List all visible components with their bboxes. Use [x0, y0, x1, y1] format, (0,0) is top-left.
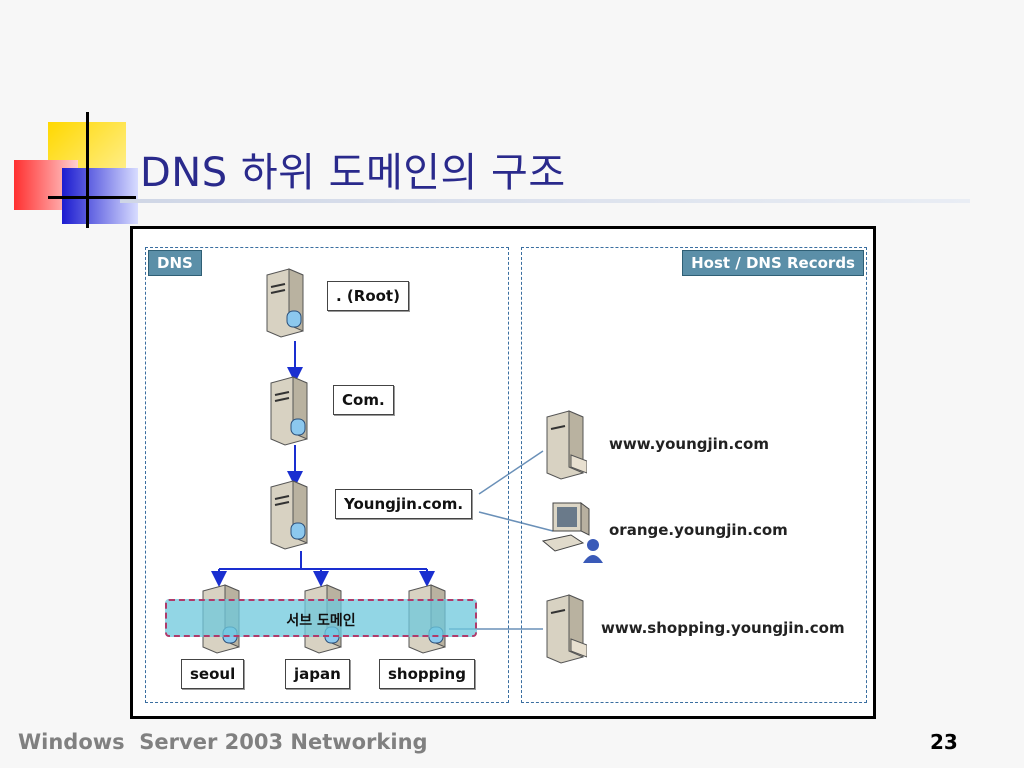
orange-computer-icon — [541, 502, 603, 563]
slide-footer: Windows Server 2003 Networking — [18, 730, 428, 754]
youngjin-server-icon — [270, 480, 308, 550]
youngjin-label: Youngjin.com. — [335, 489, 473, 519]
connector-lines — [211, 341, 554, 630]
com-label: Com. — [333, 385, 394, 415]
dns-panel: DNS — [145, 247, 509, 703]
diagram-frame: DNS Host / DNS Records . (Root) Com. You… — [130, 226, 876, 719]
www-host-label: www.youngjin.com — [609, 435, 769, 453]
dns-panel-label: DNS — [148, 250, 202, 276]
shopping-host-server-icon — [546, 594, 587, 664]
deco-horizontal-line — [48, 196, 136, 199]
orange-host-label: orange.youngjin.com — [609, 521, 788, 539]
link-orange — [478, 511, 554, 532]
japan-label: japan — [285, 659, 350, 689]
shopping-label: shopping — [379, 659, 475, 689]
page-number: 23 — [930, 730, 958, 754]
root-server-icon — [266, 268, 304, 338]
subdomain-label: 서브 도메인 — [286, 613, 356, 629]
root-label: . (Root) — [327, 281, 409, 311]
title-underline — [120, 199, 970, 203]
shopping-host-label: www.shopping.youngjin.com — [601, 619, 845, 637]
seoul-label: seoul — [181, 659, 245, 689]
deco-vertical-line — [86, 112, 89, 228]
slide-title: DNS 하위 도메인의 구조 — [140, 150, 566, 196]
subdomain-band: 서브 도메인 — [165, 599, 477, 637]
www-host-server-icon — [546, 410, 587, 480]
link-www — [478, 450, 544, 495]
host-records-panel-label: Host / DNS Records — [682, 250, 864, 276]
host-records-panel: Host / DNS Records — [521, 247, 867, 703]
com-server-icon — [270, 376, 308, 446]
